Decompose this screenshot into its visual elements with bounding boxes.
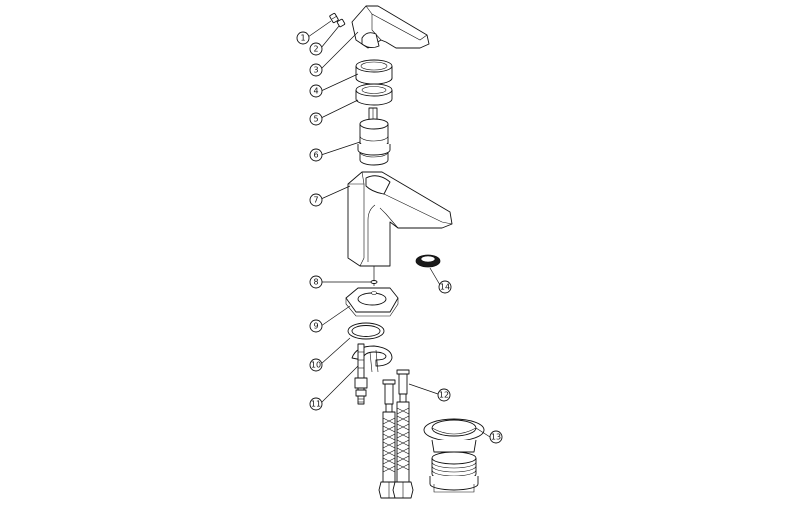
svg-text:10: 10 (311, 361, 321, 370)
part-aerator (415, 254, 441, 268)
part-click-clack-waste (423, 418, 485, 493)
part-cartridge-cover (355, 59, 393, 85)
svg-text:2: 2 (313, 45, 318, 54)
svg-text:4: 4 (313, 87, 318, 96)
callout-2: 2 (309, 42, 323, 56)
part-flexible-hoses (378, 369, 414, 499)
svg-text:5: 5 (313, 115, 318, 124)
svg-text:6: 6 (313, 151, 318, 160)
svg-text:8: 8 (313, 278, 318, 287)
part-tap-body (347, 171, 453, 267)
svg-text:9: 9 (313, 322, 318, 331)
part-cartridge (357, 107, 391, 166)
svg-text:13: 13 (491, 433, 501, 442)
callout-11: 11 (309, 397, 323, 411)
svg-text:12: 12 (439, 391, 449, 400)
callout-3: 3 (309, 63, 323, 77)
callout-13: 13 (489, 430, 503, 444)
part-screw (329, 12, 339, 24)
svg-text:1: 1 (300, 34, 305, 43)
part-body-washer (370, 280, 378, 284)
callout-1: 1 (296, 31, 310, 45)
part-base-plate (345, 287, 399, 317)
callout-14: 14 (438, 280, 452, 294)
callout-10: 10 (309, 358, 323, 372)
part-lever-handle (351, 5, 430, 49)
part-fixing-kit (351, 343, 393, 405)
part-grub-screw (336, 18, 346, 28)
svg-text:14: 14 (440, 283, 450, 292)
callout-12: 12 (437, 388, 451, 402)
callout-9: 9 (309, 319, 323, 333)
part-cartridge-sleeve (355, 83, 393, 106)
svg-text:7: 7 (313, 196, 318, 205)
leader-lines (307, 20, 491, 438)
svg-text:11: 11 (311, 400, 321, 409)
callout-6: 6 (309, 148, 323, 162)
callout-4: 4 (309, 84, 323, 98)
callout-8: 8 (309, 275, 323, 289)
part-o-ring (347, 322, 385, 340)
callout-5: 5 (309, 112, 323, 126)
svg-text:3: 3 (313, 66, 318, 75)
callout-7: 7 (309, 193, 323, 207)
